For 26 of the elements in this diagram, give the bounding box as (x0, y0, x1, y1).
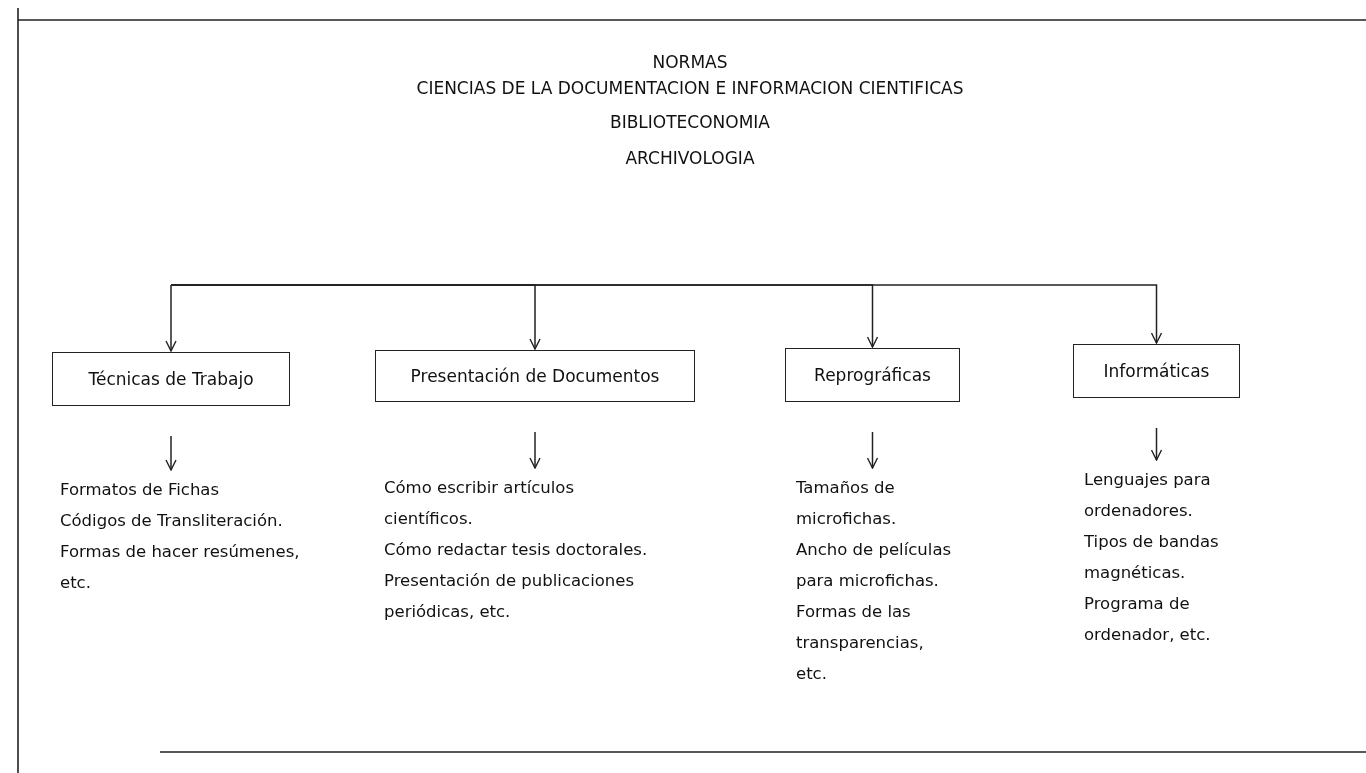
arrow (165, 435, 177, 471)
arrow (529, 431, 541, 469)
list-item: Cómo escribir artículos científicos. (384, 477, 576, 530)
arrow (170, 284, 1163, 344)
list-item: Tamaños de microfichas. (796, 477, 898, 530)
list-item: Presentación de publicaciones periódicas, etc. (384, 570, 636, 623)
list-item: Formas de hacer resúmenes, etc. (60, 541, 301, 594)
arrow (866, 431, 879, 469)
list-item: Programa de ordenador, etc. (1084, 593, 1212, 646)
list-item: Ancho de películas para microfichas. (796, 539, 953, 592)
heading-label: ARCHIVOLOGIA (624, 148, 756, 168)
arrow (165, 284, 177, 352)
category-box: Informáticas (1073, 344, 1240, 398)
category-box: Técnicas de Trabajo (52, 352, 290, 406)
arrow (1150, 427, 1163, 461)
list-item: Formatos de Fichas (60, 479, 221, 501)
list-item: Códigos de Transliteración. (60, 510, 284, 532)
list-item: Cómo redactar tesis doctorales. (384, 539, 649, 561)
list-item: Formas de las transparencias, etc. (796, 601, 925, 685)
list-item: Lenguajes para ordenadores. (1084, 469, 1212, 522)
list-item: Tipos de bandas magnéticas. (1084, 531, 1220, 584)
heading-label: BIBLIOTECONOMIA (609, 112, 771, 132)
category-box: Presentación de Documentos (375, 350, 695, 402)
category-box: Reprográficas (785, 348, 960, 402)
title: NORMAS (651, 52, 729, 72)
heading-label: CIENCIAS DE LA DOCUMENTACION E INFORMACION CIENTIFICAS (415, 78, 965, 98)
